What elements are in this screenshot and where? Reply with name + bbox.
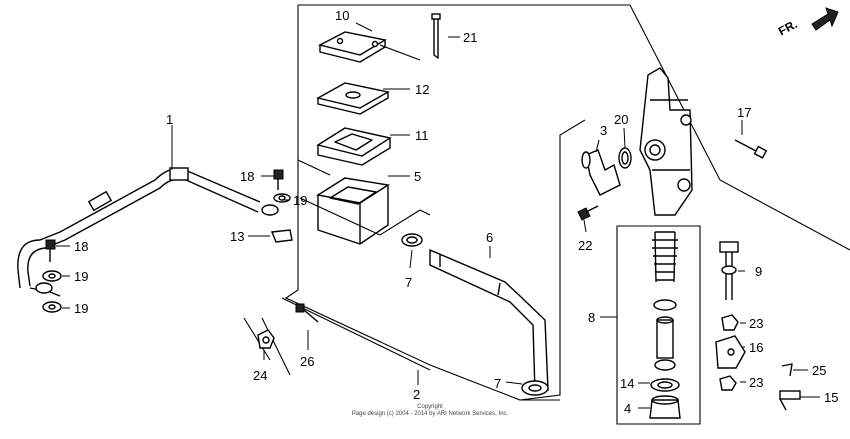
joint-pin-15 [779,390,801,411]
clamp-13-part [271,229,293,243]
callout-23-lower: 23 [749,375,763,390]
callout-10: 10 [335,8,349,23]
reservoir-frame-lines [297,44,431,236]
callout-12: 12 [415,82,429,97]
diaphragm-part [316,127,392,166]
push-rod-part [719,241,739,300]
callout-7-upper: 7 [405,275,412,290]
callout-1: 1 [166,112,173,127]
banjo-bolt-upper [273,169,284,190]
bolt-17-part [734,139,768,159]
hose-clip-upper [401,233,423,247]
callout-25: 25 [812,363,826,378]
callout-18-lower: 18 [74,239,88,254]
callout-3: 3 [600,123,607,138]
bolt-21-part [431,13,441,59]
callout-2: 2 [413,387,420,402]
leader-lines [56,22,820,409]
boot-4-part [649,395,681,419]
copyright-notice: Copyright Page design (c) 2004 - 2014 by… [330,404,530,418]
nut-23-upper [721,314,739,331]
callout-23-upper: 23 [749,316,763,331]
nut-24-part [257,329,275,349]
washer-19-lower-b [42,301,62,313]
callout-13: 13 [230,229,244,244]
reservoir-cap-part [318,31,387,63]
joint-16-part [715,335,746,369]
callout-9: 9 [755,264,762,279]
bolt-26-part [295,303,319,323]
callout-18-upper: 18 [240,169,254,184]
callout-6: 6 [486,230,493,245]
front-direction-arrow [811,7,839,31]
callout-11: 11 [415,128,429,143]
reservoir-body-part [316,177,390,245]
cup-part [653,299,677,311]
o-ring-20-part [618,147,632,169]
reservoir-hose-part [429,248,549,393]
washer-19-lower-a [42,270,62,282]
callout-19-upper: 19 [293,193,307,208]
callout-22: 22 [578,238,592,253]
circlip-14-part [650,378,680,392]
cotter-pin-25 [781,363,793,377]
diaphragm-plate-part [316,82,390,115]
piston-kit-frame [616,225,701,425]
callout-14: 14 [620,376,634,391]
callout-24: 24 [253,368,267,383]
callout-16: 16 [749,340,763,355]
callout-7-lower: 7 [494,376,501,391]
nut-23-lower [719,375,737,391]
callout-26: 26 [300,354,314,369]
spring-part [652,231,678,283]
callout-19-lower-b: 19 [74,301,88,316]
master-cylinder-body-part [639,67,693,216]
callout-17: 17 [737,105,751,120]
callout-15: 15 [824,390,838,405]
callout-21: 21 [463,30,477,45]
lower-divider [281,297,560,401]
callout-19-lower-a: 19 [74,269,88,284]
banjo-bolt-lower [45,239,56,262]
callout-5: 5 [414,169,421,184]
copyright-line-1: Copyright [417,404,443,410]
callout-20: 20 [614,112,628,127]
washer-19-upper [273,193,291,203]
master-cylinder-frame [284,4,850,401]
side-divider [243,317,291,376]
hose-clip-lower [521,380,549,396]
copyright-line-2: Page design (c) 2004 - 2014 by ARI Netwo… [351,411,509,417]
screw-22-part [577,205,599,221]
hose-joint-part [581,149,621,196]
callout-8: 8 [588,310,595,325]
secondary-cup-part [654,359,676,371]
piston-part [656,316,674,359]
callout-4: 4 [624,401,631,416]
brake-hose-part [17,167,279,297]
